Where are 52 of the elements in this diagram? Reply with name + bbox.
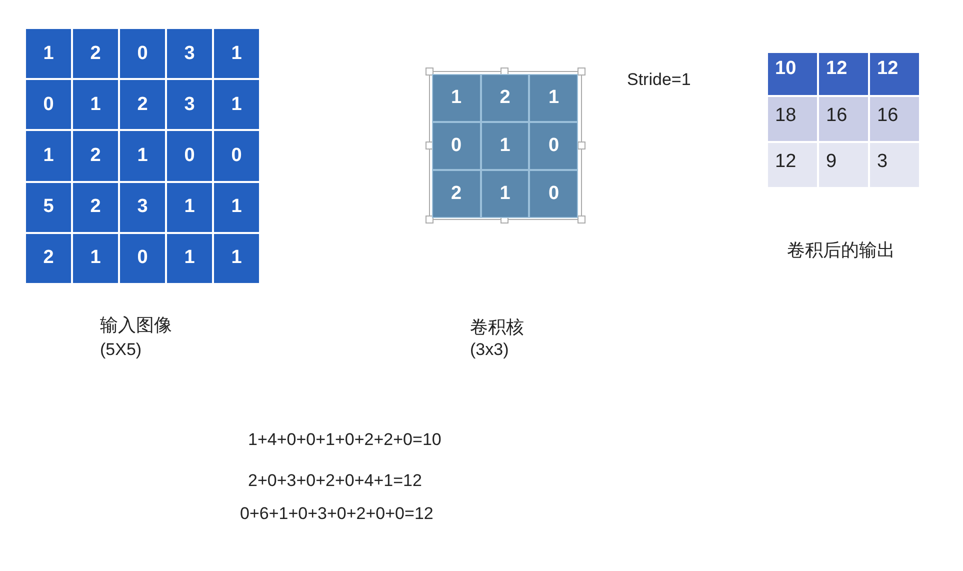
table-cell: 2	[25, 232, 72, 284]
table-cell: 1	[72, 232, 119, 284]
table-cell: 0	[529, 170, 578, 218]
table-cell: 0	[119, 28, 166, 80]
table-cell: 2	[480, 74, 530, 122]
table-cell: 1	[529, 74, 578, 122]
equation: 0+6+1+0+3+0+2+0+0=12	[240, 504, 434, 524]
table-cell: 1	[432, 74, 481, 122]
table-cell: 2	[72, 182, 119, 233]
table-cell: 0	[213, 130, 260, 182]
table-cell: 1	[213, 232, 260, 284]
table-cell: 2	[72, 28, 119, 80]
table-cell: 16	[818, 96, 869, 142]
table-cell: 1	[213, 182, 260, 233]
table-cell: 1	[25, 28, 72, 80]
table-cell: 3	[166, 79, 213, 130]
table-cell: 1	[25, 130, 72, 182]
table-cell: 1	[213, 79, 260, 130]
caption: 卷积核	[470, 316, 524, 339]
table-cell: 5	[25, 182, 72, 233]
table-cell: 18	[767, 96, 818, 142]
table-cell: 1	[72, 79, 119, 130]
table-cell: 9	[818, 142, 869, 188]
caption: 输入图像	[100, 314, 172, 337]
table-cell: 0	[166, 130, 213, 182]
table-cell: 0	[432, 122, 481, 170]
table-cell: 1	[166, 232, 213, 284]
table-cell: 1	[166, 182, 213, 233]
caption: 卷积后的输出	[787, 239, 895, 262]
caption: (5X5)	[100, 340, 142, 360]
table-cell: 3	[166, 28, 213, 80]
table-cell: 1	[119, 130, 166, 182]
caption: (3x3)	[470, 340, 509, 360]
equation: 1+4+0+0+1+0+2+2+0=10	[248, 430, 442, 450]
equation: 2+0+3+0+2+0+4+1=12	[248, 471, 422, 491]
table-cell: 1	[480, 122, 530, 170]
table-cell: 2	[72, 130, 119, 182]
table-cell: 2	[119, 79, 166, 130]
table-cell: 12	[818, 52, 869, 96]
table-cell: 0	[119, 232, 166, 284]
table-cell: 0	[25, 79, 72, 130]
table-cell: 12	[869, 52, 920, 96]
table-cell: 3	[869, 142, 920, 188]
table-cell: 1	[213, 28, 260, 80]
table-cell: 16	[869, 96, 920, 142]
table-cell: 3	[119, 182, 166, 233]
table-cell: 0	[529, 122, 578, 170]
table-cell: 1	[480, 170, 530, 218]
table-cell: 12	[767, 142, 818, 188]
table-cell: 10	[767, 52, 818, 96]
stride-label: Stride=1	[627, 70, 691, 90]
table-cell: 2	[432, 170, 481, 218]
